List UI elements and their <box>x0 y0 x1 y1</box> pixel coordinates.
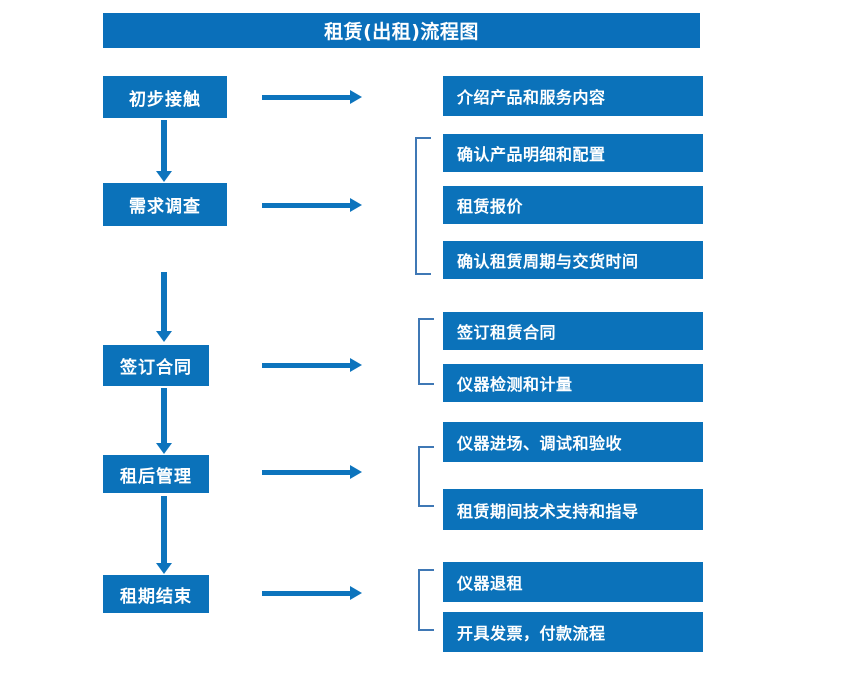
bracket-connector-stage5 <box>418 569 434 631</box>
detail-box-introduce-products[interactable]: 介绍产品和服务内容 <box>443 76 703 116</box>
arrow-head <box>156 443 172 454</box>
stage-box-post-rental-management[interactable]: 租后管理 <box>103 455 209 493</box>
detail-box-technical-support[interactable]: 租赁期间技术支持和指导 <box>443 489 703 530</box>
arrow-shaft <box>161 388 167 443</box>
arrow-head <box>350 358 362 372</box>
bracket-connector-stage4 <box>418 446 434 507</box>
detail-box-confirm-rental-period[interactable]: 确认租赁周期与交货时间 <box>443 241 703 279</box>
arrow-shaft <box>262 95 350 100</box>
arrow-down-stage2-to-stage3 <box>156 272 172 342</box>
detail-box-invoice-payment[interactable]: 开具发票，付款流程 <box>443 612 703 652</box>
arrow-shaft <box>262 203 350 208</box>
arrow-shaft <box>161 120 167 171</box>
arrow-down-stage4-to-stage5 <box>156 496 172 574</box>
arrow-head <box>350 198 362 212</box>
chart-title: 租赁(出租)流程图 <box>103 13 700 48</box>
arrow-down-stage3-to-stage4 <box>156 388 172 454</box>
bracket-connector-stage2 <box>415 137 431 275</box>
arrow-shaft <box>161 272 167 331</box>
arrow-shaft <box>262 591 350 596</box>
arrow-shaft <box>161 496 167 563</box>
detail-box-instrument-return[interactable]: 仪器退租 <box>443 562 703 602</box>
arrow-right-stage4 <box>262 465 362 479</box>
detail-box-sign-rental-contract[interactable]: 签订租赁合同 <box>443 312 703 350</box>
detail-box-instrument-inspection[interactable]: 仪器检测和计量 <box>443 364 703 402</box>
arrow-head <box>350 465 362 479</box>
stage-box-demand-survey[interactable]: 需求调查 <box>103 183 227 226</box>
arrow-right-stage1 <box>262 90 362 104</box>
detail-box-instrument-entry-commissioning[interactable]: 仪器进场、调试和验收 <box>443 422 703 462</box>
stage-box-sign-contract[interactable]: 签订合同 <box>103 345 209 386</box>
arrow-down-stage1-to-stage2 <box>156 120 172 182</box>
arrow-right-stage3 <box>262 358 362 372</box>
detail-box-confirm-product-details[interactable]: 确认产品明细和配置 <box>443 134 703 172</box>
detail-box-rental-quotation[interactable]: 租赁报价 <box>443 186 703 224</box>
arrow-head <box>156 331 172 342</box>
arrow-head <box>156 171 172 182</box>
arrow-head <box>350 90 362 104</box>
arrow-shaft <box>262 363 350 368</box>
arrow-head <box>350 586 362 600</box>
stage-box-initial-contact[interactable]: 初步接触 <box>103 76 227 118</box>
arrow-shaft <box>262 470 350 475</box>
arrow-right-stage5 <box>262 586 362 600</box>
stage-box-rental-end[interactable]: 租期结束 <box>103 575 209 613</box>
arrow-right-stage2 <box>262 198 362 212</box>
arrow-head <box>156 563 172 574</box>
bracket-connector-stage3 <box>418 318 434 385</box>
